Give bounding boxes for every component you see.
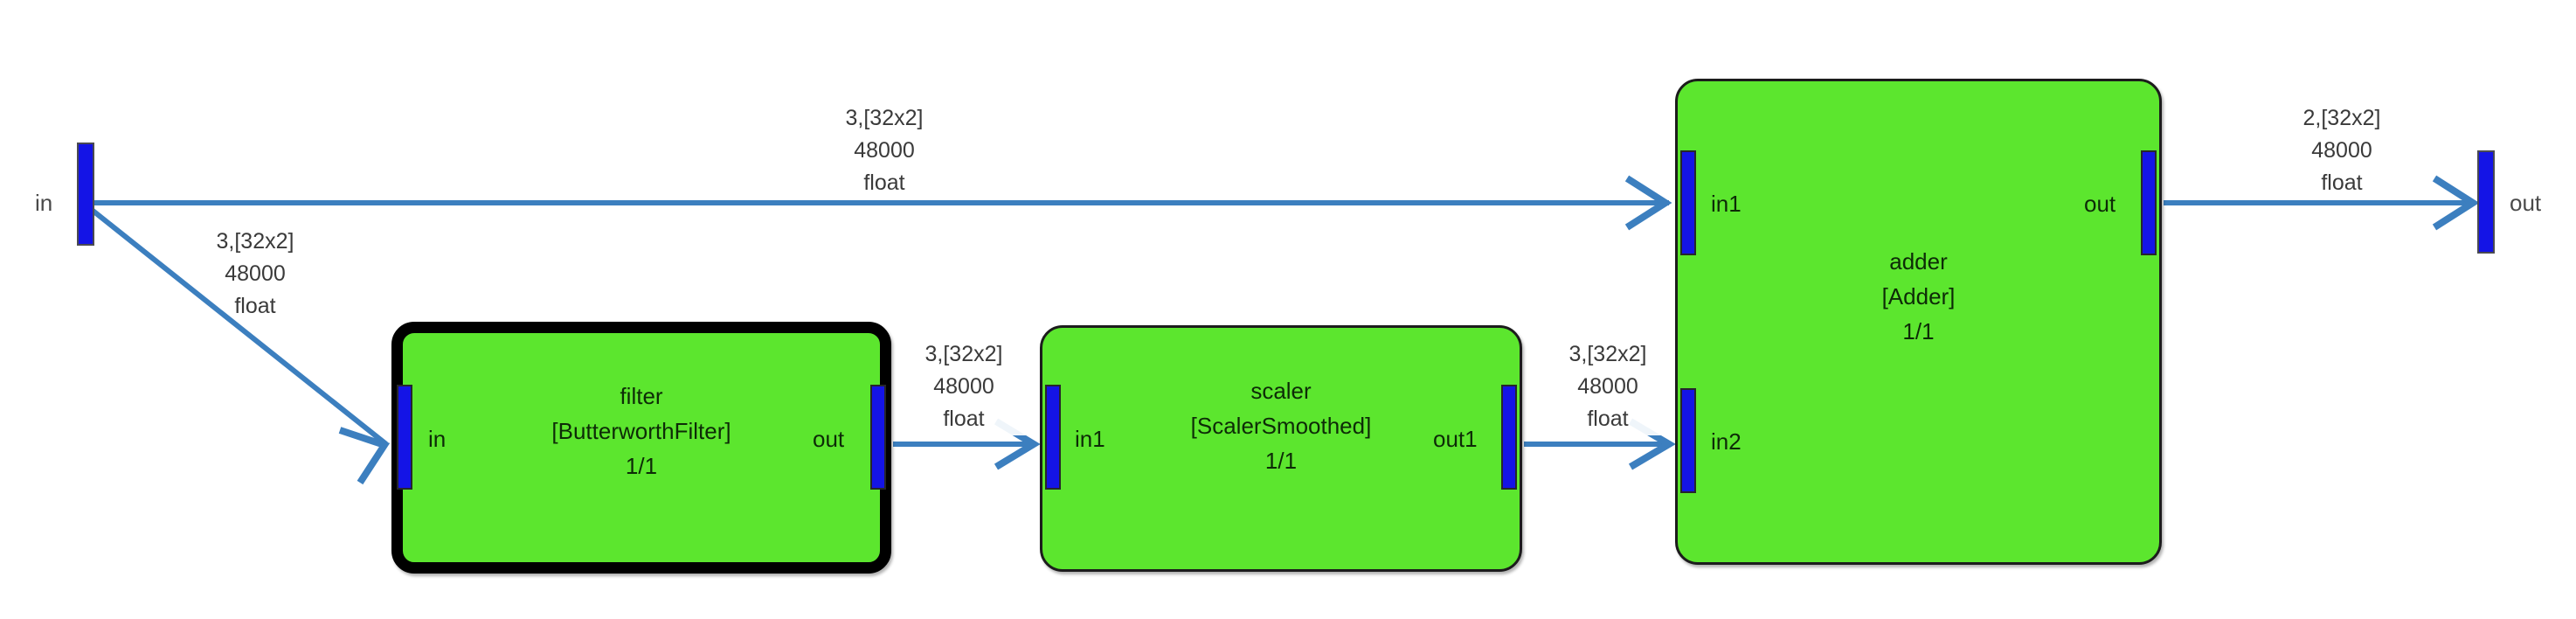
port-adder-out[interactable] — [2141, 150, 2157, 255]
edge-label-line3: float — [1587, 407, 1629, 431]
edge-arrow-in-to-adder-in1 — [1624, 175, 1672, 231]
edge-label-line3: float — [943, 407, 985, 431]
port-scaler-out1[interactable] — [1501, 385, 1517, 490]
edge-label-line1: 3,[32x2] — [845, 106, 924, 130]
node-filter[interactable]: filter [ButterworthFilter] 1/1 — [391, 322, 891, 574]
node-adder-type: [Adder] — [1881, 283, 1956, 310]
port-label-scaler-in1: in1 — [1075, 426, 1105, 452]
edge-label-in-to-filter-in: 3,[32x2] 48000 float — [168, 226, 343, 323]
terminal-label-graph-in: in — [35, 190, 53, 216]
node-filter-name: filter — [620, 383, 663, 409]
node-adder-name: adder — [1889, 248, 1948, 275]
edge-label-line1: 2,[32x2] — [2302, 106, 2381, 130]
node-adder-ratio: 1/1 — [1902, 318, 1935, 344]
edge-label-line2: 48000 — [933, 374, 994, 399]
edge-label-line3: float — [863, 170, 905, 195]
port-label-adder-out: out — [2084, 191, 2116, 217]
node-scaler-name: scaler — [1250, 378, 1312, 404]
port-label-adder-in2: in2 — [1711, 428, 1742, 455]
node-filter-body: filter [ButterworthFilter] 1/1 — [403, 333, 880, 562]
terminal-port-graph-in[interactable] — [77, 143, 94, 246]
node-scaler[interactable]: scaler [ScalerSmoothed] 1/1 — [1040, 325, 1522, 572]
edge-label-in-to-adder-in1: 3,[32x2] 48000 float — [797, 102, 972, 199]
node-adder[interactable]: adder [Adder] 1/1 — [1675, 79, 2162, 565]
terminal-label-graph-out: out — [2510, 190, 2542, 216]
node-filter-ratio: 1/1 — [625, 453, 658, 479]
port-label-scaler-out1: out1 — [1433, 426, 1478, 452]
edge-arrow-in-to-filter-in — [338, 427, 391, 485]
port-label-filter-in: in — [428, 426, 447, 452]
node-scaler-ratio: 1/1 — [1264, 448, 1298, 474]
port-filter-in[interactable] — [397, 385, 412, 490]
port-label-adder-in1: in1 — [1711, 191, 1742, 217]
edge-label-line2: 48000 — [2311, 138, 2372, 163]
edge-arrow-adder-to-out — [2432, 175, 2480, 231]
edge-label-scaler-to-adder: 3,[32x2] 48000 float — [1542, 338, 1673, 435]
edge-label-line2: 48000 — [225, 261, 286, 286]
node-scaler-type: [ScalerSmoothed] — [1190, 413, 1372, 439]
edge-label-filter-to-scaler: 3,[32x2] 48000 float — [898, 338, 1029, 435]
port-scaler-in1[interactable] — [1045, 385, 1061, 490]
edge-label-line2: 48000 — [1577, 374, 1638, 399]
edge-label-line1: 3,[32x2] — [1568, 342, 1647, 366]
node-adder-body: adder [Adder] 1/1 — [1678, 81, 2159, 562]
edge-label-adder-to-out: 2,[32x2] 48000 float — [2254, 102, 2429, 199]
port-adder-in1[interactable] — [1680, 150, 1696, 255]
terminal-port-graph-out[interactable] — [2477, 150, 2495, 254]
node-scaler-body: scaler [ScalerSmoothed] 1/1 — [1042, 328, 1520, 569]
port-adder-in2[interactable] — [1680, 388, 1696, 493]
edge-label-line2: 48000 — [854, 138, 915, 163]
edge-label-line1: 3,[32x2] — [924, 342, 1003, 366]
port-filter-out[interactable] — [870, 385, 886, 490]
edge-label-line3: float — [234, 294, 276, 318]
edge-label-line1: 3,[32x2] — [216, 229, 294, 254]
edge-label-line3: float — [2321, 170, 2363, 195]
node-filter-type: [ButterworthFilter] — [551, 418, 731, 444]
port-label-filter-out: out — [813, 426, 845, 452]
